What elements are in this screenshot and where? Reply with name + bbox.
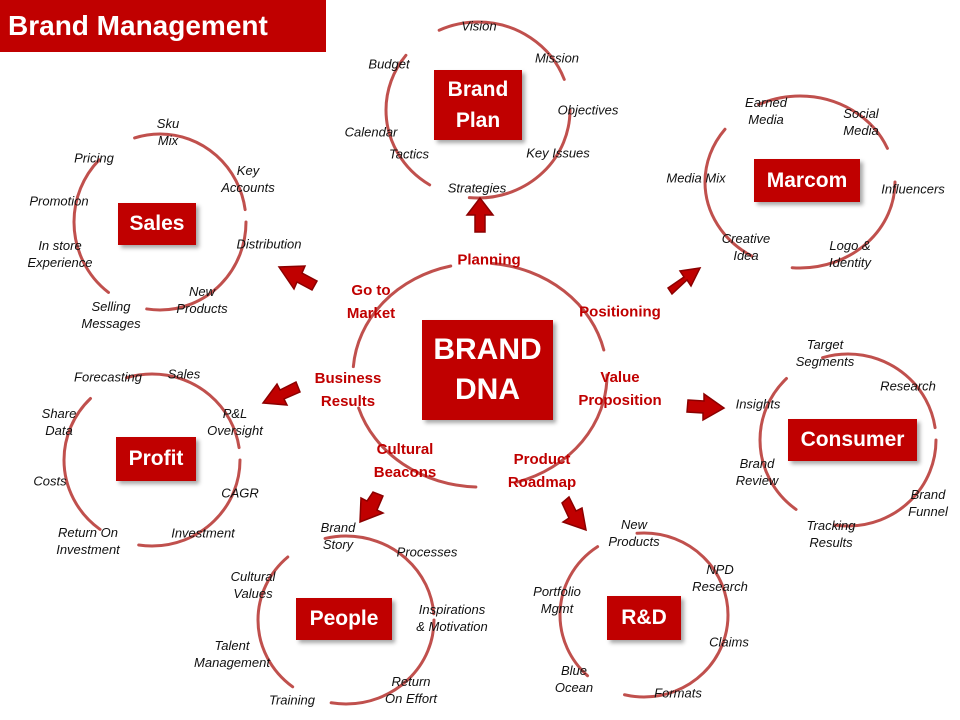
consumer-item-brand-funnel: Brand Funnel <box>908 487 948 519</box>
people-item-brand-story: Brand Story <box>320 520 356 552</box>
consumer-item-insights: Insights <box>735 396 781 412</box>
profit-item-cagr: CAGR <box>221 485 259 501</box>
marcom-cycle <box>703 94 897 270</box>
connector-business-results: Business Results <box>314 370 382 410</box>
people-item-processes: Processes <box>396 544 458 560</box>
consumer-item-research: Research <box>880 378 936 394</box>
arrow-to-brand-plan <box>465 196 495 233</box>
people-item-talent-management: Talent Management <box>194 638 270 670</box>
marcom-item-creative-idea: Creative Idea <box>721 231 771 263</box>
brand-plan-item-strategies: Strategies <box>447 180 507 196</box>
core-cycle <box>351 261 609 489</box>
people-box: People <box>296 598 392 640</box>
brand-plan-item-budget: Budget <box>368 56 410 72</box>
profit-item-return-on-investment: Return On Investment <box>56 525 120 557</box>
rd-item-npd-research: NPD Research <box>692 562 748 594</box>
connector-planning: Planning <box>457 251 521 269</box>
connector-positioning: Positioning <box>579 303 661 321</box>
rd-item-portfolio-mgmt: Portfolio Mgmt <box>533 584 581 616</box>
brand-plan-item-key-issues: Key Issues <box>526 145 590 161</box>
profit-box: Profit <box>116 437 196 481</box>
people-item-training: Training <box>268 692 316 708</box>
profit-item-costs: Costs <box>33 473 67 489</box>
marcom-box: Marcom <box>754 159 860 202</box>
marcom-item-media-mix: Media Mix <box>666 170 726 186</box>
sales-item-new-products: New Products <box>176 284 228 316</box>
rd-box: R&D <box>607 596 681 640</box>
brand-plan-item-objectives: Objectives <box>557 102 619 118</box>
sales-item-in-store-experience: In store Experience <box>27 238 93 270</box>
profit-item-sales: Sales <box>167 366 201 382</box>
profit-item-forecasting: Forecasting <box>74 369 142 385</box>
people-item-inspirations-motivation: Inspirations & Motivation <box>416 602 488 634</box>
rd-item-blue-ocean: Blue Ocean <box>554 663 594 695</box>
profit-item-pl-oversight: P&L Oversight <box>207 406 263 438</box>
arrow-to-marcom <box>666 267 702 296</box>
marcom-item-logo-identity: Logo & Identity <box>829 238 871 270</box>
sales-item-pricing: Pricing <box>74 150 114 166</box>
arrow-to-consumer <box>686 392 726 422</box>
brand-plan-box: Brand Plan <box>434 70 522 140</box>
arrow-to-sales <box>277 265 319 292</box>
people-cycle <box>256 534 436 706</box>
sales-item-distribution: Distribution <box>236 236 302 252</box>
rd-item-new-products: New Products <box>608 517 660 549</box>
brand-plan-item-vision: Vision <box>461 18 497 34</box>
rd-item-claims: Claims <box>709 634 749 650</box>
connector-product-roadmap: Product Roadmap <box>507 451 577 491</box>
brand-plan-cycle <box>384 20 572 200</box>
brand-plan-item-tactics: Tactics <box>389 146 429 162</box>
sales-item-sku-mix: Sku Mix <box>156 116 180 148</box>
rd-cycle <box>558 531 730 699</box>
sales-cycle <box>72 132 248 312</box>
arrow-to-profit <box>261 380 301 406</box>
consumer-cycle <box>758 352 938 528</box>
consumer-item-brand-review: Brand Review <box>735 456 779 488</box>
marcom-item-social-media: Social Media <box>843 106 879 138</box>
people-item-return-on-effort: Return On Effort <box>384 674 438 706</box>
consumer-item-tracking-results: Tracking Results <box>806 518 856 550</box>
sales-item-selling-messages: Selling Messages <box>81 299 141 331</box>
connector-go-to-market: Go to Market <box>346 282 396 322</box>
brand-dna-box: BRAND DNA <box>422 320 553 420</box>
brand-plan-item-calendar: Calendar <box>344 124 398 140</box>
connector-cultural-beacons: Cultural Beacons <box>373 441 437 481</box>
consumer-item-target-segments: Target Segments <box>795 337 855 369</box>
brand-plan-item-mission: Mission <box>534 50 580 66</box>
profit-item-share-data: Share Data <box>41 406 77 438</box>
profit-item-investment: Investment <box>171 525 235 541</box>
page-title: Brand Management <box>0 0 326 52</box>
profit-cycle <box>62 372 242 548</box>
marcom-item-influencers: Influencers <box>881 181 945 197</box>
consumer-box: Consumer <box>788 419 917 461</box>
people-item-cultural-values: Cultural Values <box>230 569 276 601</box>
sales-item-key-accounts: Key Accounts <box>221 163 275 195</box>
arrow-to-rd <box>561 495 587 532</box>
connector-value-proposition: Value Proposition <box>578 369 662 409</box>
arrow-to-people <box>359 491 385 524</box>
marcom-item-earned-media: Earned Media <box>745 95 787 127</box>
rd-item-formats: Formats <box>654 685 702 701</box>
sales-item-promotion: Promotion <box>29 193 89 209</box>
sales-box: Sales <box>118 203 196 245</box>
